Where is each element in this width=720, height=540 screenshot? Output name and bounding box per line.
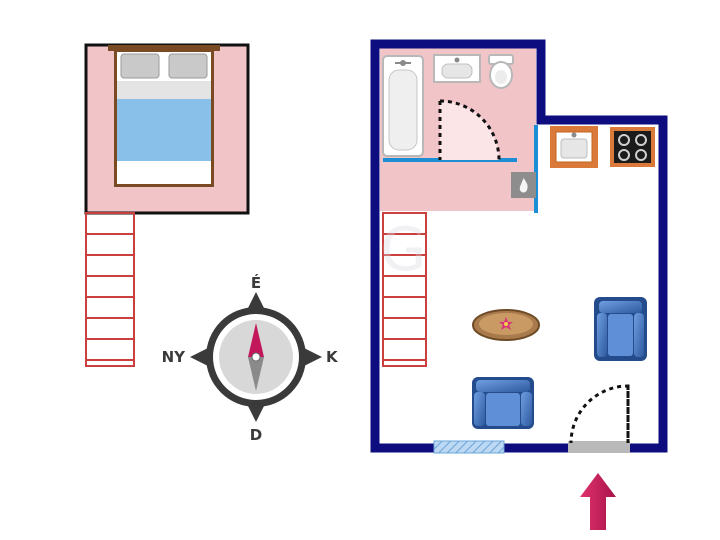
kitchen-sink-icon bbox=[550, 126, 598, 168]
apartment: G bbox=[370, 39, 668, 454]
boiler-flame-icon bbox=[511, 172, 536, 198]
compass-icon bbox=[190, 292, 322, 422]
door-swing-icon bbox=[568, 384, 630, 453]
svg-text:G: G bbox=[380, 215, 427, 285]
compass-south-label: D bbox=[250, 426, 262, 444]
loft-area bbox=[84, 43, 250, 215]
double-bed-icon bbox=[108, 45, 220, 187]
toilet-icon bbox=[488, 54, 514, 89]
armchair-icon bbox=[594, 297, 647, 361]
entrance-arrow-icon bbox=[580, 473, 616, 530]
compass-north-label: É bbox=[251, 273, 261, 292]
hall-floor bbox=[380, 163, 536, 211]
door-swing-icon bbox=[438, 99, 501, 161]
cooktop-icon bbox=[610, 127, 655, 167]
washbasin-icon bbox=[433, 54, 481, 83]
coffee-table-icon bbox=[472, 309, 540, 341]
compass-west-label: NY bbox=[162, 348, 187, 366]
ladder-icon bbox=[382, 212, 427, 367]
window-icon bbox=[433, 440, 505, 454]
armchair-icon bbox=[472, 377, 534, 429]
compass-east-label: K bbox=[326, 348, 339, 366]
outer-wall bbox=[370, 39, 668, 453]
ladder-icon bbox=[85, 212, 135, 367]
bathtub-icon bbox=[382, 55, 424, 157]
